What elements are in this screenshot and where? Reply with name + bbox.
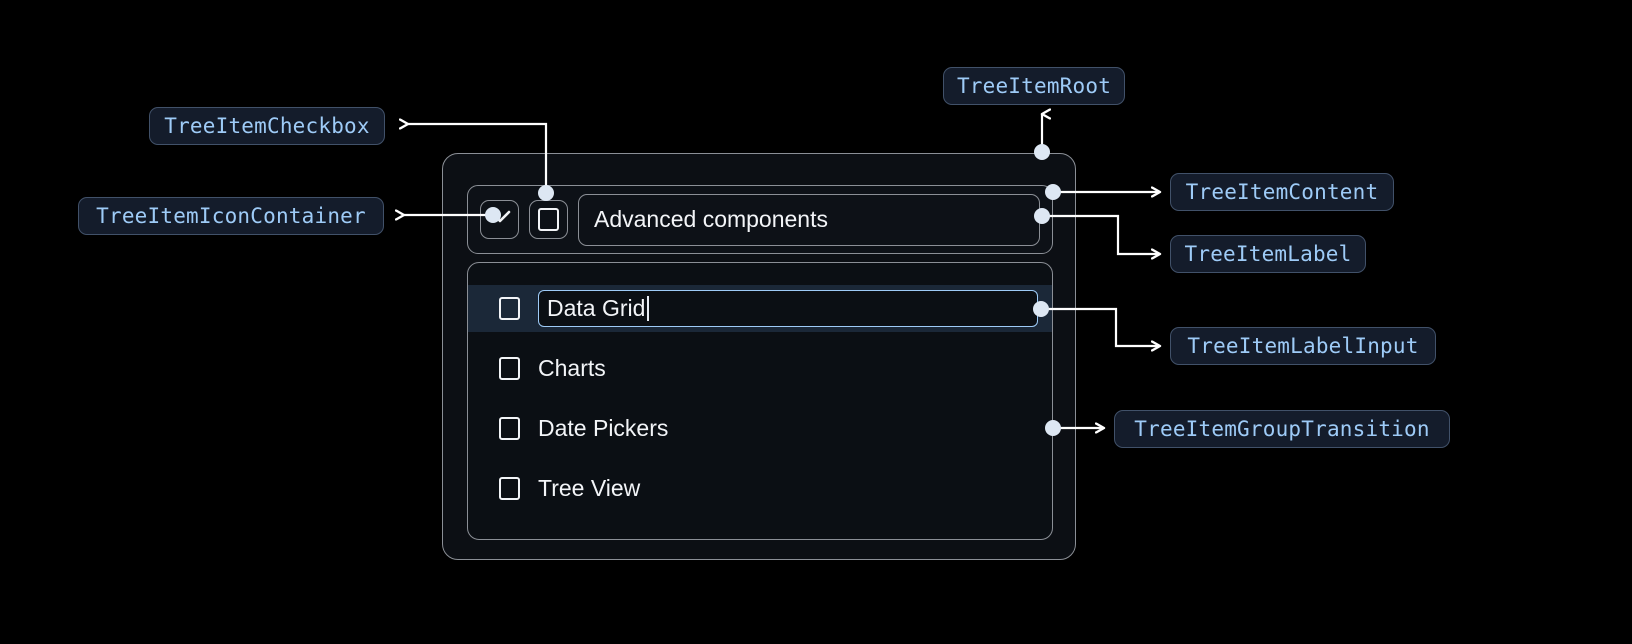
chevron-down-icon xyxy=(489,210,511,229)
tree-item-label-input[interactable]: Data Grid xyxy=(538,290,1038,327)
annotation-chip-label-input: TreeItemLabelInput xyxy=(1170,327,1436,365)
annotation-chip-label: TreeItemLabel xyxy=(1170,235,1366,273)
annotation-chip-group-transition: TreeItemGroupTransition xyxy=(1114,410,1450,448)
label-input-value: Data Grid xyxy=(547,295,646,321)
tree-item-label: Tree View xyxy=(538,475,641,501)
checkbox-square-icon[interactable] xyxy=(499,477,520,500)
checkbox-square-icon[interactable] xyxy=(499,297,520,320)
tree-item-label: Date Pickers xyxy=(538,415,669,441)
tree-item-root: Advanced components Data Grid Charts Dat… xyxy=(442,153,1076,560)
annotation-chip-content: TreeItemContent xyxy=(1170,173,1394,211)
annotation-chip-root: TreeItemRoot xyxy=(943,67,1125,105)
annotation-chip-checkbox: TreeItemCheckbox xyxy=(149,107,385,145)
tree-item-row-3[interactable]: Tree View xyxy=(468,465,1052,512)
annotation-chip-icon-container: TreeItemIconContainer xyxy=(78,197,384,235)
checkbox-square-icon[interactable] xyxy=(499,357,520,380)
tree-item-label: Charts xyxy=(538,355,606,381)
tree-item-checkbox[interactable] xyxy=(529,200,568,239)
tree-item-label[interactable]: Advanced components xyxy=(578,193,1040,246)
tree-item-group-transition: Data Grid Charts Date Pickers Tree View xyxy=(467,262,1053,540)
tree-item-row-2[interactable]: Date Pickers xyxy=(468,405,1052,452)
tree-item-icon-container[interactable] xyxy=(480,200,519,239)
checkbox-square-icon[interactable] xyxy=(499,417,520,440)
tree-item-row-0[interactable]: Data Grid xyxy=(468,285,1052,332)
text-caret-icon xyxy=(647,296,649,321)
checkbox-square-icon xyxy=(538,208,559,231)
tree-item-content[interactable]: Advanced components xyxy=(467,185,1053,254)
tree-item-row-1[interactable]: Charts xyxy=(468,345,1052,392)
